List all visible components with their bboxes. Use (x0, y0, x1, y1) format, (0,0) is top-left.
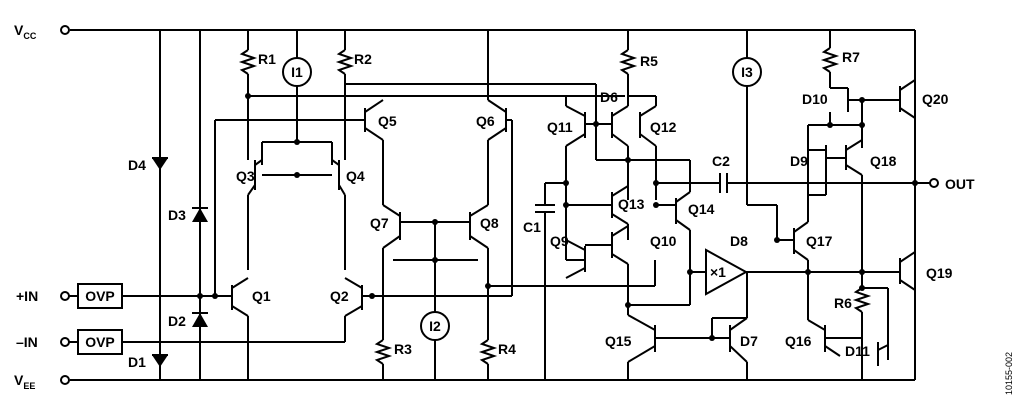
d11-label: D11 (845, 343, 870, 359)
buffer-label: ×1 (710, 264, 726, 280)
r7-label: R7 (842, 49, 860, 65)
d1-label: D1 (128, 354, 146, 370)
in-plus-terminal (60, 291, 70, 301)
i2-label: I2 (429, 318, 441, 334)
resistor-r3 (373, 339, 393, 365)
q17-label: Q17 (806, 233, 833, 249)
r4-label: R4 (498, 341, 516, 357)
c2-label: C2 (712, 153, 730, 169)
resistor-r2 (335, 49, 355, 75)
in-plus-label: +IN (16, 288, 38, 304)
diode-d4 (192, 208, 208, 222)
q1-label: Q1 (252, 288, 271, 304)
out-terminal (929, 178, 939, 188)
d8-label: D8 (730, 233, 748, 249)
vee-label: VEE (14, 372, 35, 391)
q9-label: Q9 (550, 233, 569, 249)
d9-label: D9 (790, 153, 808, 169)
i3-label: I3 (741, 64, 753, 80)
vcc-label: VCC (14, 22, 37, 41)
diode-d3 (152, 158, 168, 170)
vee-terminal (60, 375, 70, 385)
q7-label: Q7 (370, 215, 389, 231)
c1-label: C1 (523, 219, 541, 235)
d7-label: D7 (740, 333, 758, 349)
vcc-terminal (60, 25, 70, 35)
resistor-r7 (820, 47, 840, 73)
resistor-r4 (478, 339, 498, 365)
ovp-label-1: OVP (85, 288, 115, 304)
q15-label: Q15 (605, 333, 632, 349)
d3-label: D4 (128, 157, 146, 173)
in-minus-terminal (60, 337, 70, 347)
q18-label: Q18 (870, 153, 897, 169)
q12-label: Q12 (650, 119, 677, 135)
q14-label: Q14 (688, 201, 715, 217)
q3-label: Q3 (236, 168, 255, 184)
out-label: OUT (945, 176, 975, 192)
q2-label: Q2 (330, 288, 349, 304)
resistor-r6 (852, 287, 872, 313)
q13-label: Q13 (618, 196, 645, 212)
q20-label: Q20 (922, 91, 949, 107)
q5-label: Q5 (378, 113, 397, 129)
r1-label: R1 (258, 51, 276, 67)
q11-label: Q11 (547, 119, 573, 135)
q8-label: Q8 (480, 215, 499, 231)
d4-label: D3 (168, 207, 186, 223)
d2-label: D2 (168, 313, 186, 329)
in-minus-label: –IN (16, 334, 38, 350)
diode-d2 (192, 313, 208, 327)
q16-label: Q16 (785, 333, 812, 349)
d10-label: D10 (802, 91, 828, 107)
q10-label: Q10 (650, 233, 677, 249)
ovp-label-2: OVP (85, 334, 115, 350)
q6-label: Q6 (476, 113, 495, 129)
d6-label: D6 (600, 89, 618, 105)
figure-code: 10155-002 (1004, 352, 1014, 395)
resistor-r5 (618, 49, 638, 75)
q19-label: Q19 (926, 265, 953, 281)
r2-label: R2 (354, 51, 372, 67)
diode-d1 (152, 355, 168, 367)
resistor-r1 (238, 49, 258, 75)
i1-label: I1 (291, 64, 303, 80)
r3-label: R3 (394, 341, 412, 357)
q4-label: Q4 (346, 168, 365, 184)
r6-label: R6 (834, 295, 852, 311)
r5-label: R5 (640, 53, 658, 69)
